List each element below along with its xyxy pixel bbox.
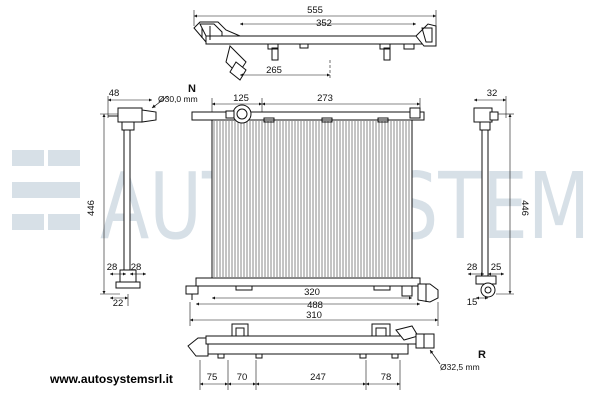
dim-right-15: 15	[467, 297, 478, 308]
leader-r	[429, 349, 441, 365]
dim-core-273: 273	[317, 93, 333, 104]
left-dim-lines	[100, 96, 152, 306]
core-fins	[213, 121, 410, 277]
dim-top-inlet-offset: 265	[266, 65, 282, 76]
top-dim-lines	[193, 10, 437, 80]
front-dim-lines	[189, 98, 439, 326]
dim-left-28b: 28	[131, 262, 142, 273]
front-view	[191, 111, 425, 279]
bottom-view	[187, 323, 435, 359]
dim-top-overall: 555	[307, 5, 323, 16]
left-side-view	[108, 107, 157, 289]
right-dim-lines	[468, 96, 514, 300]
bottom-dim-lines	[199, 360, 401, 390]
dim-overall-310: 310	[306, 310, 322, 321]
dim-left-446: 446	[86, 200, 97, 216]
dim-core-320: 320	[304, 287, 320, 298]
dim-right-32: 32	[487, 88, 498, 99]
diameter-bottom: Ø32,5 mm	[440, 362, 480, 372]
dim-bottom-78: 78	[381, 372, 392, 383]
dim-right-25: 25	[491, 262, 502, 273]
website-url: www.autosystemsrl.it	[49, 372, 173, 386]
right-side-view	[473, 107, 499, 298]
top-view	[193, 21, 437, 81]
port-label-n: N	[188, 83, 196, 95]
dim-left-28a: 28	[107, 262, 118, 273]
port-label-r: R	[478, 349, 486, 361]
diameter-top: Ø30,0 mm	[158, 94, 198, 104]
dim-top-inner: 352	[316, 18, 332, 29]
dim-inlet-125: 125	[233, 93, 249, 104]
dim-bottom-70: 70	[237, 372, 248, 383]
dim-bottom-247: 247	[310, 372, 326, 383]
dim-tank-488: 488	[307, 300, 323, 311]
dim-left-22: 22	[113, 298, 124, 309]
dim-bottom-75: 75	[207, 372, 218, 383]
dim-left-48: 48	[109, 88, 120, 99]
dim-right-446: 446	[519, 200, 530, 216]
watermark-logo	[12, 150, 80, 230]
dim-right-28: 28	[467, 262, 478, 273]
front-view-lower	[185, 104, 439, 303]
leader-n	[151, 95, 169, 109]
